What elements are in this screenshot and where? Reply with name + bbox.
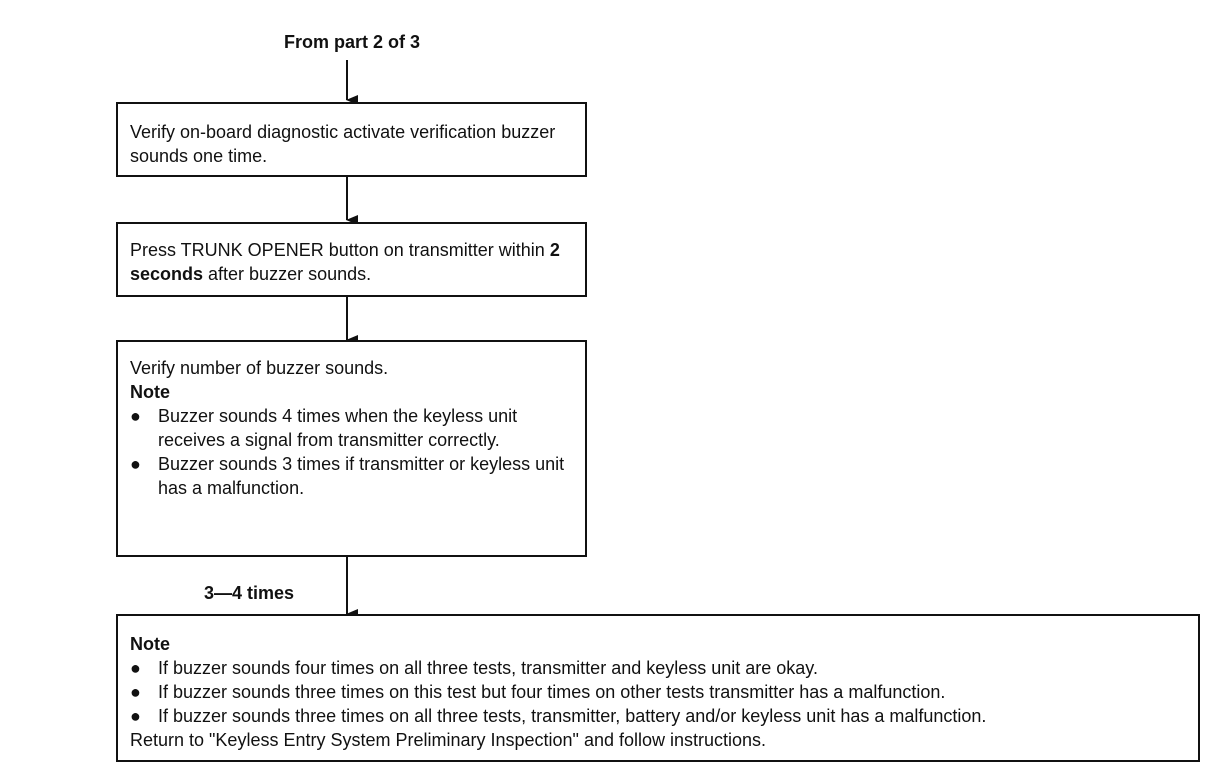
bullet-icon: ● [130,706,141,726]
step-2-text-start: Press TRUNK OPENER button on transmitter… [130,240,550,260]
final-note-item: ●If buzzer sounds three times on all thr… [130,706,987,726]
final-note-list: ●If buzzer sounds four times on all thre… [130,656,1186,728]
step-2-text: Press TRUNK OPENER button on transmitter… [130,238,573,286]
step-3-note-item: ●Buzzer sounds 4 times when the keyless … [130,406,518,450]
bullet-icon: ● [130,406,141,426]
step-3-box: Verify number of buzzer sounds. Note ●Bu… [116,340,587,557]
step-2-text-end: after buzzer sounds. [203,264,372,284]
branch-label: 3—4 times [204,583,295,603]
final-note-item: ●If buzzer sounds three times on this te… [130,682,946,702]
final-note-footer: Return to "Keyless Entry System Prelimin… [130,730,767,750]
final-note-title: Note [130,634,170,654]
bullet-icon: ● [130,682,141,702]
step-3-text: Verify number of buzzer sounds. [130,358,389,378]
step-3-note-title: Note [130,382,170,402]
step-3-note-list: ●Buzzer sounds 4 times when the keyless … [130,404,573,500]
step-1-box: Verify on-board diagnostic activate veri… [116,102,587,177]
final-note-item: ●If buzzer sounds four times on all thre… [130,658,818,678]
step-3-note-item: ●Buzzer sounds 3 times if transmitter or… [130,454,565,498]
start-label: From part 2 of 3 [284,32,421,52]
step-2-emphasis: 2 seconds [130,240,560,284]
step-2-box: Press TRUNK OPENER button on transmitter… [116,222,587,297]
bullet-icon: ● [130,658,141,678]
final-note-box: Note ●If buzzer sounds four times on all… [116,614,1200,762]
step-1-text: Verify on-board diagnostic activate veri… [130,122,556,166]
bullet-icon: ● [130,454,141,474]
